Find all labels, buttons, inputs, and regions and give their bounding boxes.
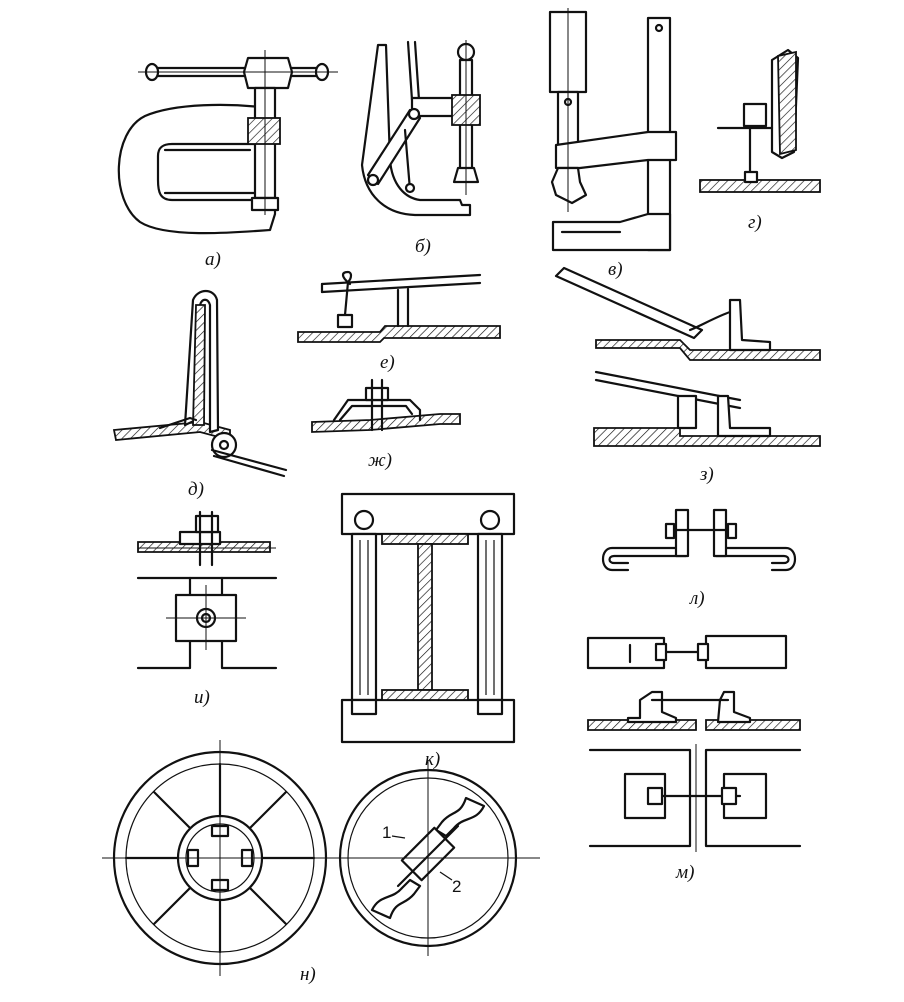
label-m: м) [675,862,694,883]
plate-zh [311,413,461,433]
i-beam-top [381,533,469,545]
figure-d-angle-clamp: д) [112,289,288,500]
lever-z1 [554,266,704,340]
figure-n-ring-fixtures: 1 2 н) [102,740,540,985]
figure-g-wedge-clamp: г) [699,48,821,233]
label-n: н) [300,964,316,985]
lever-z2 [594,370,742,402]
label-g: г) [748,212,762,233]
callout-2: 2 [452,877,461,896]
figure-k-tie-rod-frame: к) [340,492,516,770]
tie-rod-right [476,532,504,702]
figure-zh-bolt-strap: ж) [311,378,461,471]
i-beam-web [417,543,433,691]
label-d: д) [188,479,204,500]
label-z: з) [699,464,714,485]
label-a: а) [205,249,221,270]
callout-1: 1 [382,823,391,842]
handle-nut [242,56,294,90]
label-l: л) [689,588,705,609]
label-v: в) [608,259,623,280]
tie-rod-left [350,532,378,702]
plate-z1 [595,339,821,361]
figure-l-hook-clamps: л) [601,508,797,609]
plate-z2 [593,427,821,447]
plate-e [297,325,501,343]
plate-g [699,179,821,193]
plate-i [137,541,271,553]
figure-m-screw-tie: м) [586,634,802,883]
figure-z-lever-clamps: з) [554,266,821,485]
i-beam-bottom [381,689,469,701]
label-b: б) [415,236,431,257]
figure-e-lever-hook: е) [297,270,501,373]
label-k: к) [425,749,440,770]
label-e: е) [380,352,395,373]
figure-a-c-clamp: а) [117,50,338,270]
label-i: и) [194,687,210,708]
figure-b-lever-clamp: б) [360,40,481,257]
figure-i-bolted-plate: и) [136,510,278,708]
figure-v-bar-clamp: в) [548,8,678,280]
frame [360,43,472,217]
lever-d [210,448,288,472]
label-zh: ж) [368,450,392,471]
clamp-body [117,103,277,235]
